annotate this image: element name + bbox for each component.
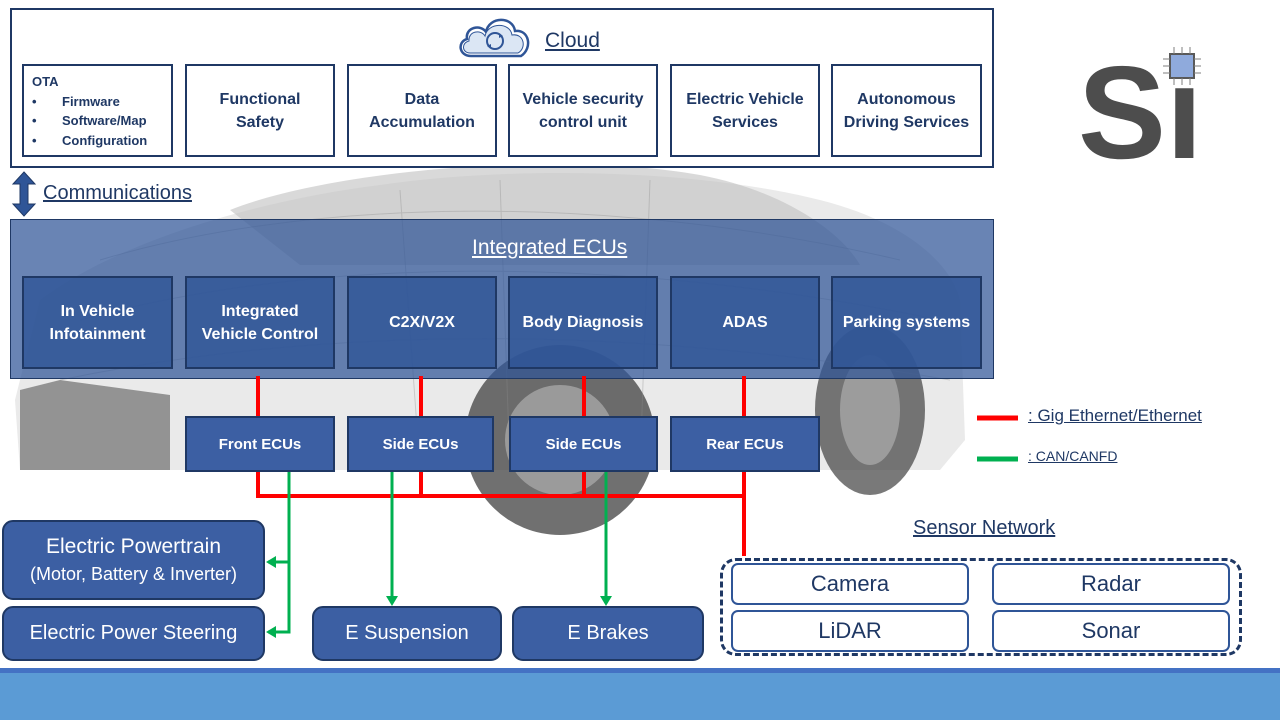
legend-ethernet-label: : Gig Ethernet/Ethernet bbox=[1028, 406, 1202, 425]
double-arrow-icon bbox=[11, 171, 37, 217]
integrated-ecus-title: Integrated ECUs bbox=[472, 236, 628, 259]
sonar-box: Sonar bbox=[992, 610, 1230, 652]
front-ecus-box: Front ECUs bbox=[185, 416, 335, 472]
cloud-sync-icon bbox=[459, 18, 530, 58]
body-diagnosis-box: Body Diagnosis bbox=[508, 276, 658, 369]
ota-item: •Firmware bbox=[32, 93, 120, 109]
electric-powertrain-box: Electric Powertrain(Motor, Battery & Inv… bbox=[2, 520, 265, 600]
legend-can-label: : CAN/CANFD bbox=[1028, 448, 1118, 464]
cloud-title: Cloud bbox=[545, 29, 600, 52]
side-ecus-box: Side ECUs bbox=[347, 416, 494, 472]
ota-item: •Configuration bbox=[32, 132, 148, 148]
e-brakes-box: E Brakes bbox=[512, 606, 704, 661]
lidar-box: LiDAR bbox=[731, 610, 969, 652]
electric-power-steering-box: Electric Power Steering bbox=[2, 606, 265, 661]
camera-box: Camera bbox=[731, 563, 969, 605]
can-arrowheads bbox=[266, 556, 612, 638]
footer-band bbox=[0, 668, 1280, 720]
sensor-network-title: Sensor Network bbox=[913, 517, 1056, 539]
si-logo: Si bbox=[1078, 42, 1203, 162]
parking-systems-box: Parking systems bbox=[831, 276, 982, 369]
ethernet-lines bbox=[256, 376, 746, 556]
ota-item: •Software/Map bbox=[32, 113, 147, 128]
ota-title: OTA bbox=[32, 74, 59, 89]
communications-label: Communications bbox=[43, 182, 192, 204]
side-ecus-box: Side ECUs bbox=[509, 416, 658, 472]
integrated-ecus-panel bbox=[10, 219, 994, 379]
c2x-v2x-box: C2X/V2X bbox=[347, 276, 497, 369]
radar-box: Radar bbox=[992, 563, 1230, 605]
adas-box: ADAS bbox=[670, 276, 820, 369]
chip-icon bbox=[1163, 47, 1201, 85]
ota-box: OTA •Firmware •Software/Map •Configurati… bbox=[22, 64, 173, 157]
sensor-network-frame bbox=[720, 558, 1242, 656]
e-suspension-box: E Suspension bbox=[312, 606, 502, 661]
rear-ecus-box: Rear ECUs bbox=[670, 416, 820, 472]
